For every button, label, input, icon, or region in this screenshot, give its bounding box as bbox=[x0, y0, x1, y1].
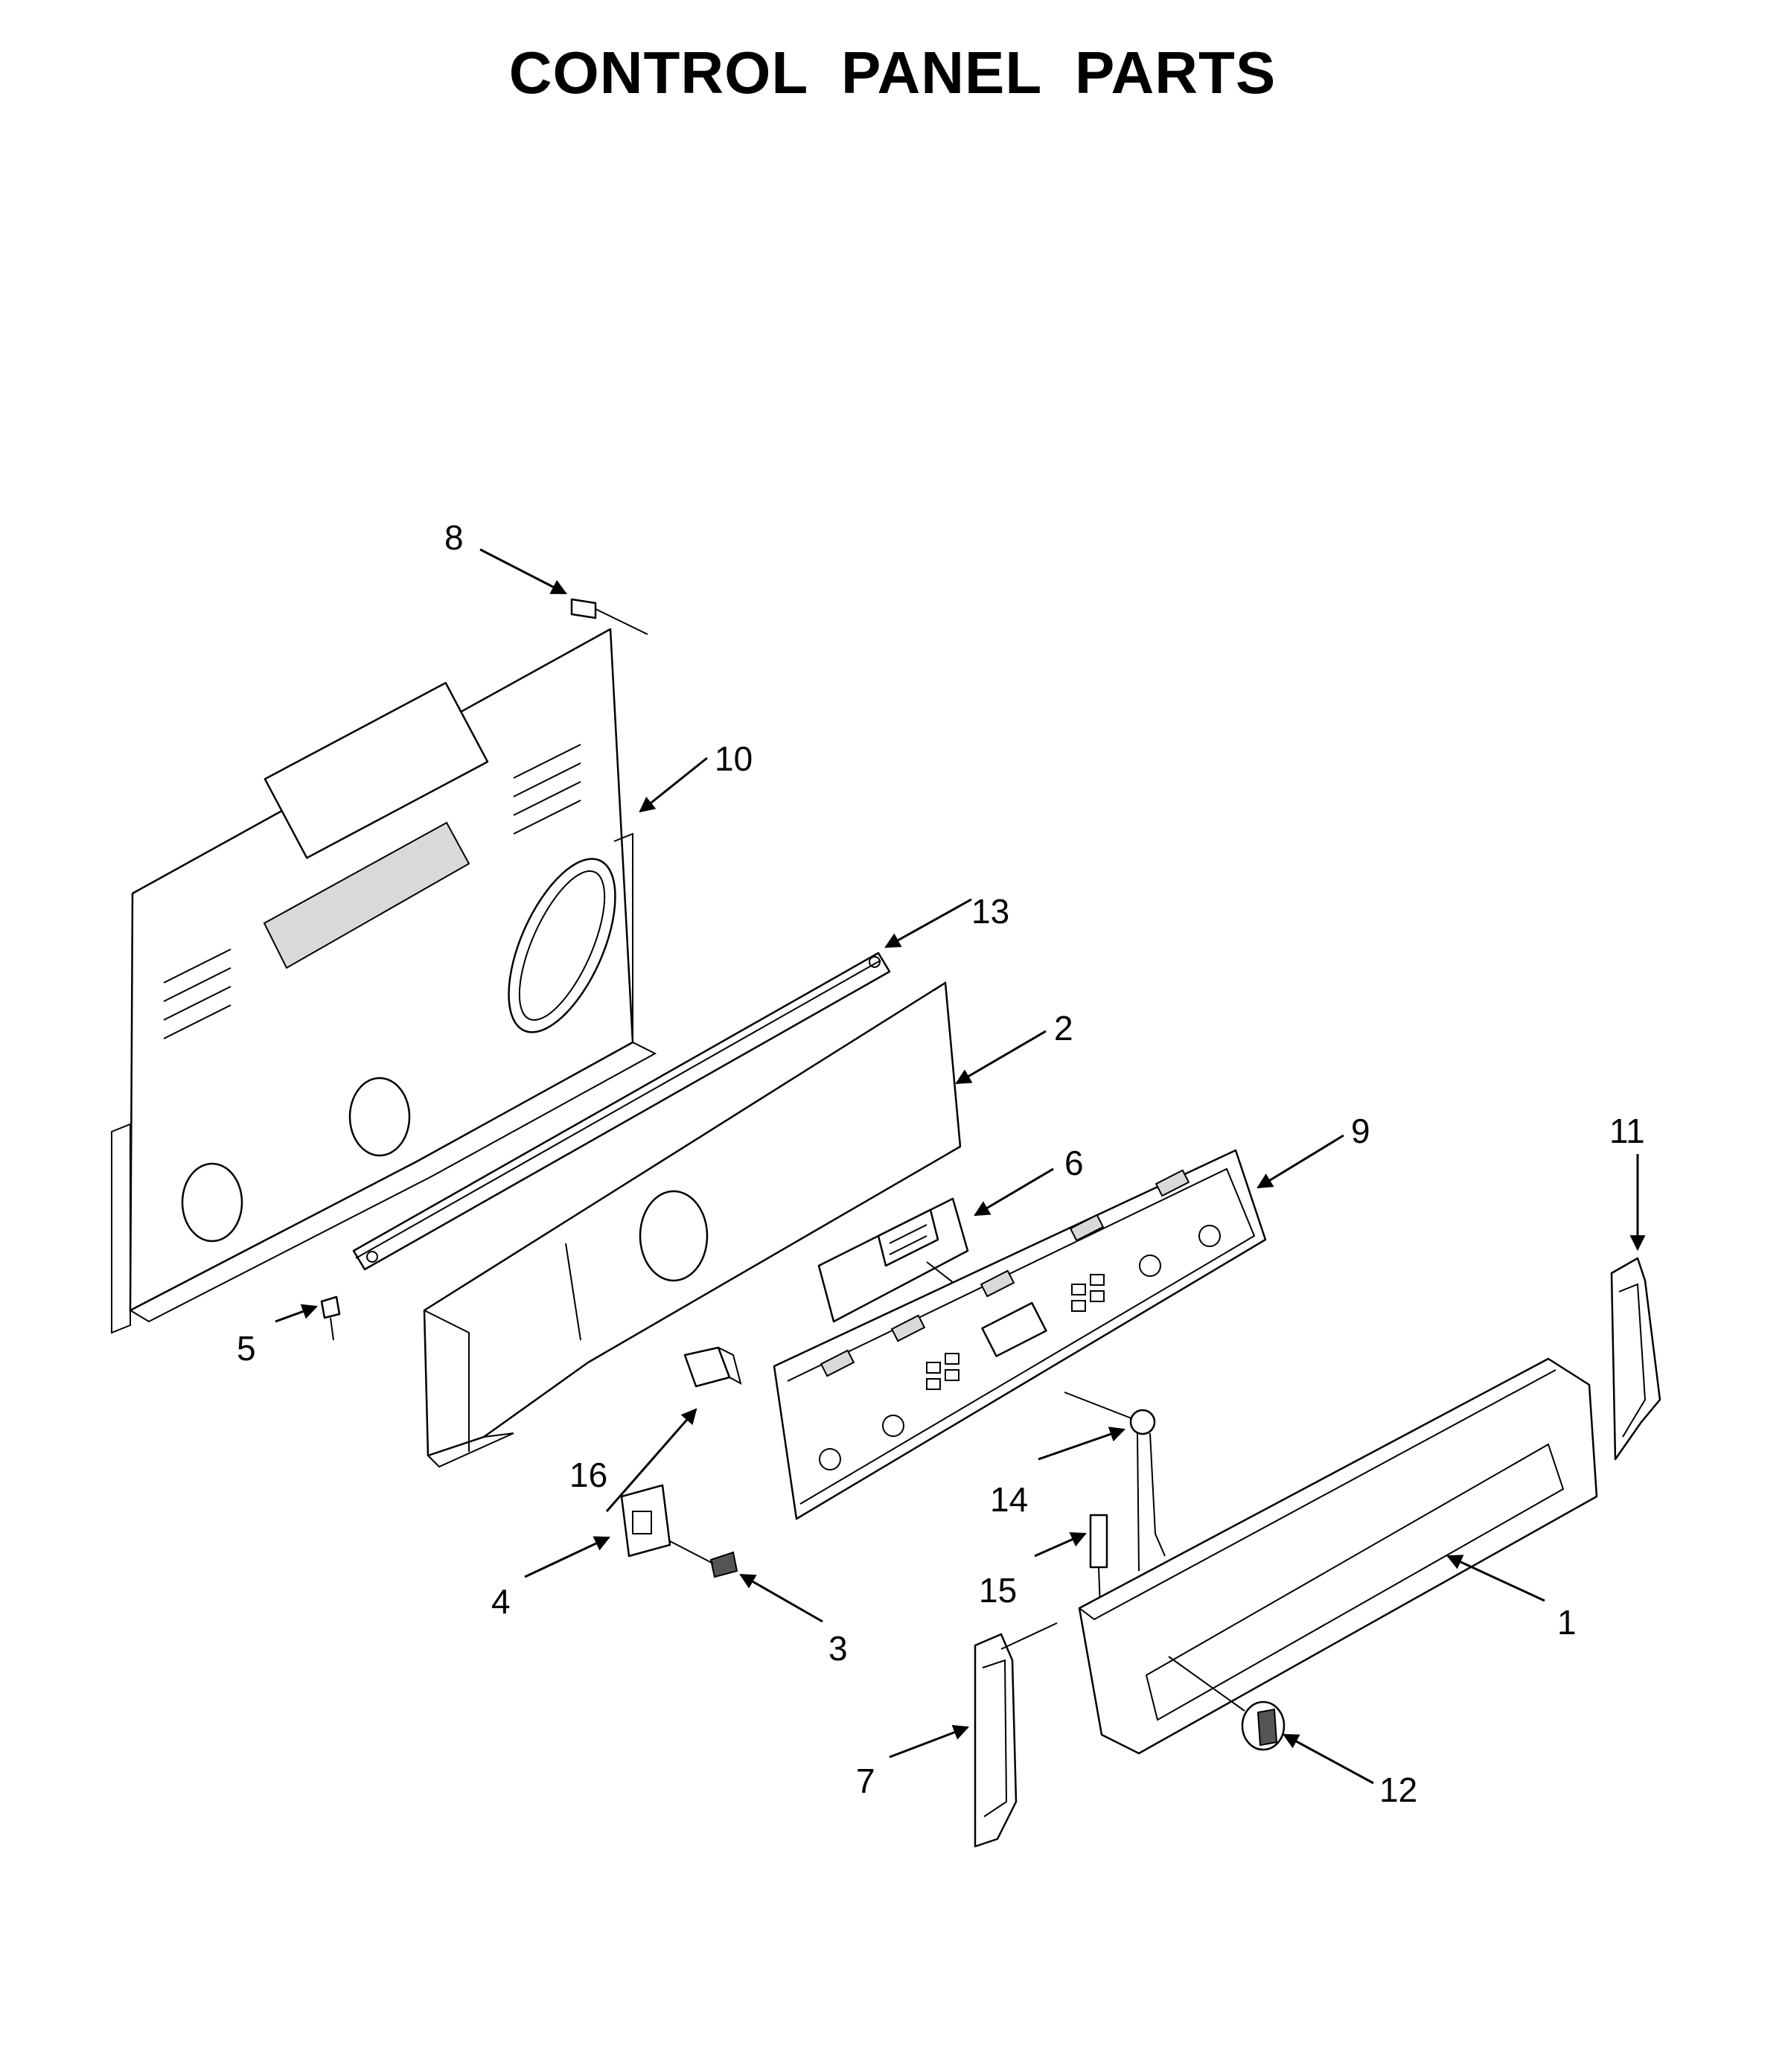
screw-8 bbox=[570, 598, 648, 635]
switch-screw bbox=[669, 1540, 738, 1578]
control-panel-backer bbox=[423, 981, 962, 1468]
callout-15: 15 bbox=[979, 1571, 1017, 1610]
callout-13: 13 bbox=[971, 892, 1009, 931]
callout-7: 7 bbox=[856, 1762, 875, 1800]
right-end-bracket bbox=[1610, 1257, 1661, 1461]
callout-9: 9 bbox=[1351, 1112, 1370, 1150]
page-title: CONTROL PANEL PARTS bbox=[508, 39, 1277, 106]
callout-16: 16 bbox=[569, 1456, 607, 1494]
knob bbox=[1168, 1656, 1286, 1751]
leader-lines bbox=[275, 548, 1646, 1785]
relay-component bbox=[683, 1346, 742, 1388]
callout-11: 11 bbox=[1609, 1112, 1645, 1150]
infinite-switch bbox=[620, 1484, 671, 1558]
callout-1: 1 bbox=[1557, 1603, 1577, 1642]
callout-2: 2 bbox=[1054, 1009, 1073, 1048]
electronic-control-board bbox=[817, 1197, 969, 1323]
rear-console-panel bbox=[111, 628, 657, 1334]
control-panel-overlay bbox=[773, 1149, 1267, 1520]
left-end-bracket bbox=[974, 1622, 1058, 1848]
callout-8: 8 bbox=[444, 518, 464, 557]
callout-labels: 1 2 3 4 5 6 7 8 9 10 11 12 13 14 15 16 bbox=[237, 518, 1645, 1809]
indicator-light bbox=[1064, 1392, 1166, 1572]
screw-5 bbox=[320, 1295, 341, 1341]
callout-6: 6 bbox=[1064, 1144, 1084, 1182]
mounting-strip bbox=[352, 951, 891, 1271]
callout-14: 14 bbox=[990, 1480, 1028, 1519]
callout-10: 10 bbox=[715, 739, 753, 778]
callout-12: 12 bbox=[1379, 1770, 1417, 1809]
callout-4: 4 bbox=[491, 1582, 511, 1621]
callout-5: 5 bbox=[237, 1329, 256, 1368]
callout-3: 3 bbox=[828, 1629, 848, 1668]
control-console bbox=[1078, 1357, 1598, 1755]
